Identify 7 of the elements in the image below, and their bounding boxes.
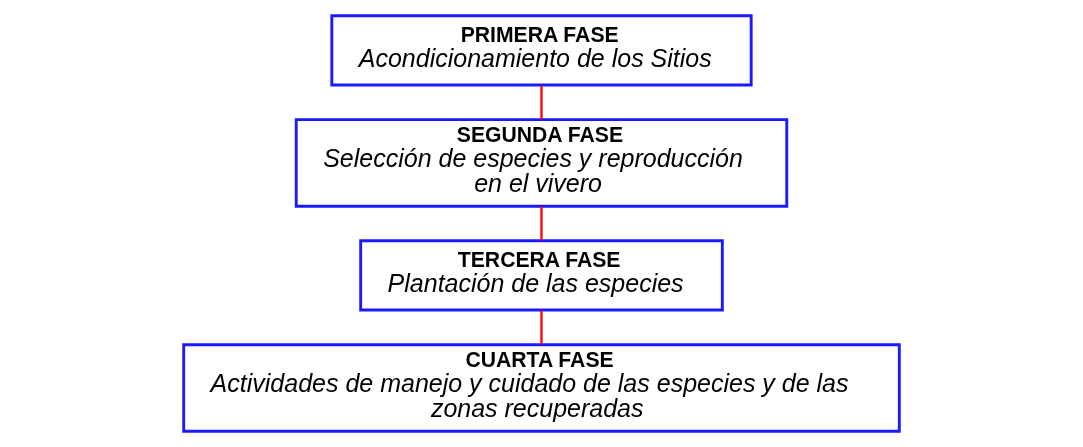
node-box: PRIMERA FASE Acondicionamiento de los Sitios [330,14,753,87]
node-box: TERCERA FASE Plantación de las especies [359,239,724,312]
connector [540,206,543,241]
connector [540,310,543,345]
node-box: SEGUNDA FASE Selección de especies y reproducción en el vivero [294,118,789,208]
node-box: CUARTA FASE Actividades de manejo y cuidado de las especies y de las zonas recuperadas [182,343,901,433]
connector [540,85,543,120]
